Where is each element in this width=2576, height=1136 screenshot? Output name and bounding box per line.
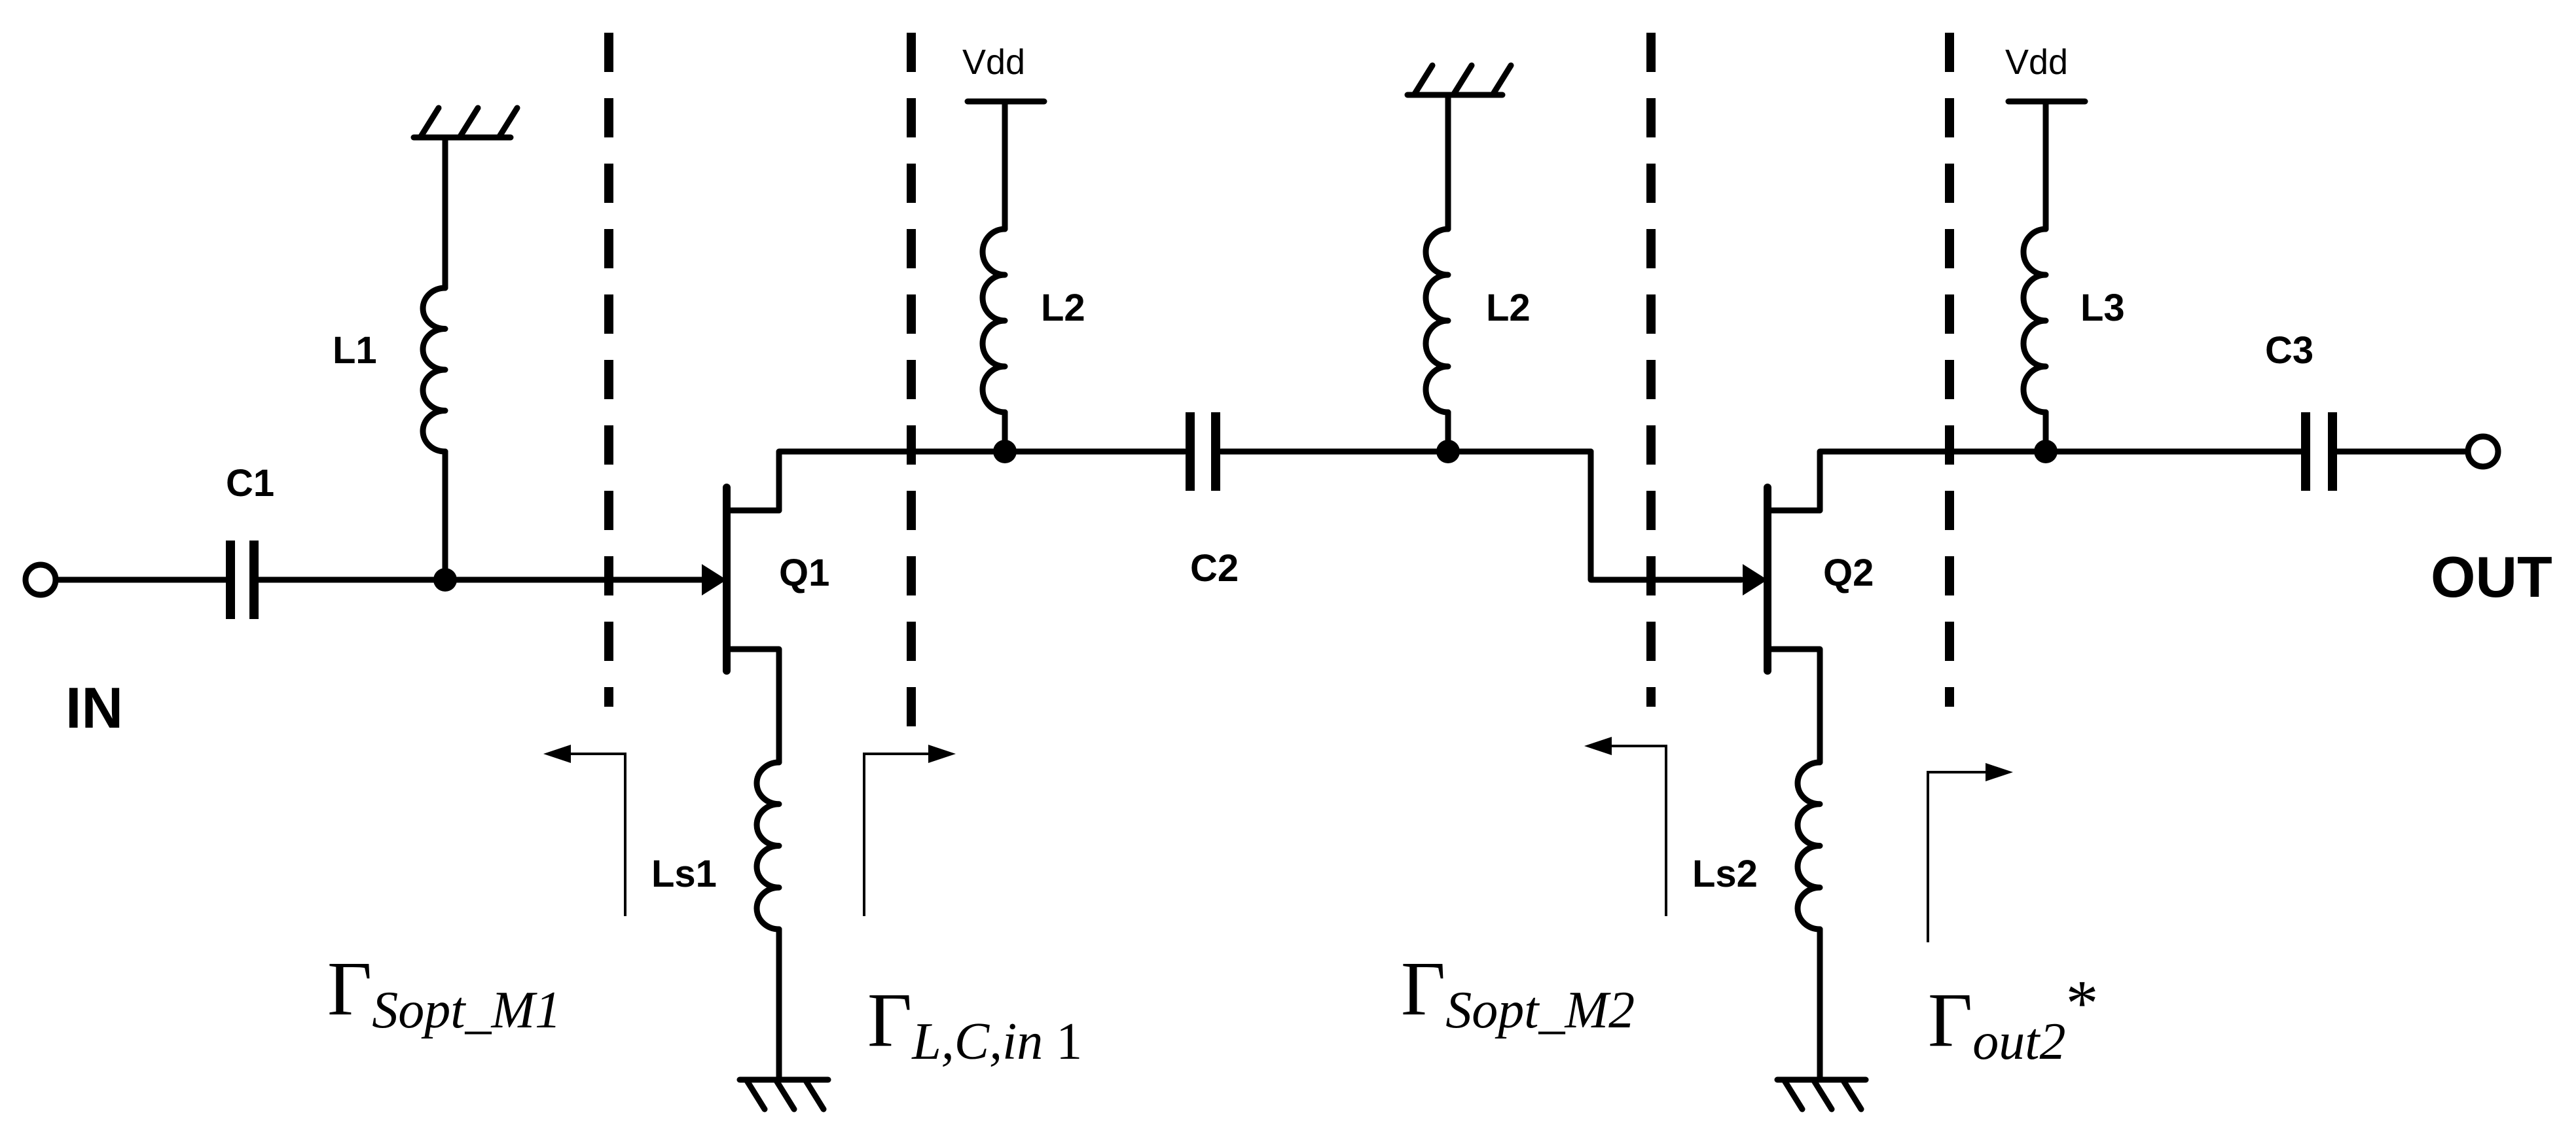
junction-dot xyxy=(1436,440,1460,463)
inductor-l3 xyxy=(2020,226,2049,416)
wires xyxy=(52,92,2471,1083)
output-terminal xyxy=(2465,433,2501,470)
c1-label: C1 xyxy=(226,462,274,505)
input-label: IN xyxy=(65,675,123,740)
transistor-q2 xyxy=(1743,484,1823,675)
q1-label: Q1 xyxy=(779,552,829,594)
output-label: OUT xyxy=(2431,544,2552,609)
wire-q1-drain xyxy=(776,448,1188,514)
wire-to-q2gate xyxy=(1587,448,1745,583)
capacitor-c3 xyxy=(2301,412,2337,491)
c3-label: C3 xyxy=(2265,329,2313,372)
capacitor-c1 xyxy=(226,541,259,619)
l2-shunt-label: L2 xyxy=(1486,287,1531,329)
capacitor-c2 xyxy=(1186,412,1220,491)
ground-symbol-l2-shunt xyxy=(1404,62,1514,98)
ground-symbol-ls1 xyxy=(736,1076,831,1112)
inductor-l2-shunt xyxy=(1423,226,1451,416)
junction-dot xyxy=(993,440,1017,463)
ground-symbol-ls2 xyxy=(1774,1076,1869,1112)
q2-gate-arrow xyxy=(1743,564,1768,595)
inductor-l1 xyxy=(420,285,448,455)
wire-q2-drain xyxy=(1817,448,2304,514)
inductor-ls2 xyxy=(1794,759,1823,932)
junction-dot xyxy=(2034,440,2058,463)
direction-arrow-right-2 xyxy=(1927,763,2013,942)
wire-q1-source xyxy=(723,646,782,766)
junction-dot xyxy=(433,568,457,592)
vdd-label-2: Vdd xyxy=(2005,43,2068,82)
direction-arrow-left-1 xyxy=(543,745,626,916)
l3-label: L3 xyxy=(2080,287,2125,329)
l2-drain-label: L2 xyxy=(1041,287,1085,329)
ground-symbol-l1 xyxy=(410,105,520,141)
transistor-q1 xyxy=(702,484,782,675)
vdd-label-1: Vdd xyxy=(962,43,1025,82)
wire-q2-source xyxy=(1764,646,1823,766)
gamma-sopt-m1-label: ΓSopt_M1 xyxy=(327,946,561,1039)
direction-arrow-right-1 xyxy=(863,745,956,916)
reference-planes xyxy=(604,33,1954,733)
input-terminal xyxy=(22,561,59,598)
q1-gate-arrow xyxy=(702,564,727,595)
ls2-label: Ls2 xyxy=(1692,853,1758,895)
q2-label: Q2 xyxy=(1823,552,1874,594)
inductor-ls1 xyxy=(753,759,782,932)
inductor-l2-drain xyxy=(979,226,1008,416)
l1-label: L1 xyxy=(333,329,377,372)
junctions xyxy=(433,440,2058,592)
direction-arrow-left-2 xyxy=(1584,737,1667,916)
gamma-sopt-m2-label: ΓSopt_M2 xyxy=(1401,946,1635,1039)
gamma-out2-label: Γout2* xyxy=(1928,967,2098,1071)
ls1-label: Ls1 xyxy=(651,853,717,895)
c2-label: C2 xyxy=(1190,547,1239,590)
